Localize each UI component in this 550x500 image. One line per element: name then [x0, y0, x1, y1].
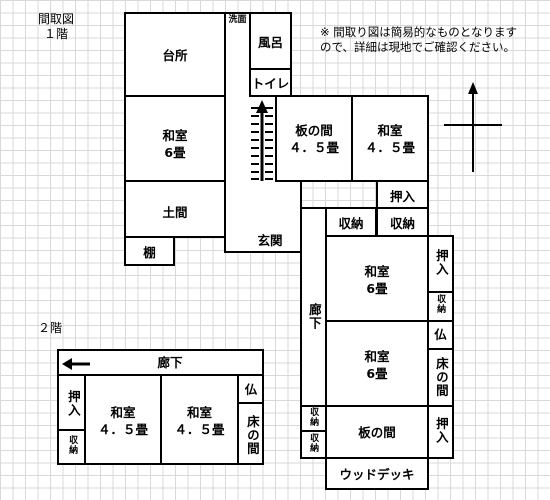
room-doma — [124, 180, 226, 238]
f2-label-tokonoma: 床の間 — [244, 415, 260, 456]
label-washitsu-45: 和室 ４．５畳 — [364, 123, 415, 155]
closet-oshiire-right — [427, 235, 454, 293]
label-shuno-right: 収納 — [435, 294, 446, 314]
label-kitchen: 台所 — [162, 48, 188, 63]
stair-arrow-icon — [256, 100, 268, 181]
label-oshiire-right: 押入 — [433, 249, 449, 276]
storage-shuno-b — [376, 207, 429, 237]
floor-2-label: ２階 — [38, 321, 63, 335]
f2-label-roka: 廊下 — [157, 355, 183, 370]
f2-label-washitsu-a: 和室 ４．５畳 — [97, 405, 148, 437]
label-genkan: 玄関 — [257, 233, 283, 248]
f2-label-oshiire: 押入 — [65, 390, 81, 417]
label-roka: 廊下 — [306, 303, 322, 330]
label-washitsu-6-c: 和室 6畳 — [364, 349, 390, 381]
disclaimer-note: ※ 間取り図は簡易的なものとなります ので、詳細は現地でご確認ください。 — [320, 25, 517, 54]
room-bath — [249, 12, 292, 70]
label-shuno-b: 収納 — [389, 216, 415, 231]
room-itanoma-b — [325, 405, 429, 459]
label-shuno-a: 収納 — [338, 216, 364, 231]
label-deck: ウッドデッキ — [339, 467, 415, 482]
label-washitsu-6: 和室 6畳 — [162, 128, 188, 160]
label-bath: 風呂 — [257, 35, 283, 50]
room-washitsu-6-b — [325, 235, 429, 322]
storage-shuno-left-2 — [300, 430, 327, 459]
label-toilet: トイレ — [251, 76, 290, 91]
label-tokonoma: 床の間 — [433, 357, 449, 398]
north-arrow-icon — [444, 82, 502, 172]
label-shuno-left-2: 収納 — [308, 433, 319, 453]
label-butsudan: 仏 — [434, 327, 447, 342]
floor-1-label: １階 — [44, 27, 69, 41]
label-itanoma-45: 板の間 ４．５畳 — [288, 123, 339, 155]
f2-label-shuno: 収納 — [67, 435, 78, 455]
label-shuno-left-1: 収納 — [308, 407, 319, 427]
wood-deck — [325, 457, 429, 490]
storage-shuno-right — [427, 291, 454, 322]
storage-tana — [124, 236, 175, 266]
f2-stair-arrow-icon — [62, 358, 90, 370]
room-itanoma-45 — [275, 95, 353, 182]
label-oshiire-bottom-right: 押入 — [433, 417, 449, 444]
closet-oshiire-bottom-right — [427, 405, 454, 459]
label-tana: 棚 — [143, 245, 156, 260]
label-oshiire-top: 押入 — [389, 189, 415, 204]
plan-title: 間取図 — [38, 12, 75, 26]
f2-label-butsudan: 仏 — [244, 382, 258, 397]
label-washroom: 洗面 — [228, 15, 247, 25]
f2-label-washitsu-b: 和室 ４．５畳 — [174, 405, 225, 437]
label-doma: 土間 — [162, 205, 188, 220]
label-washitsu-6-b: 和室 6畳 — [364, 264, 390, 296]
label-itanoma-b: 板の間 — [358, 425, 396, 440]
